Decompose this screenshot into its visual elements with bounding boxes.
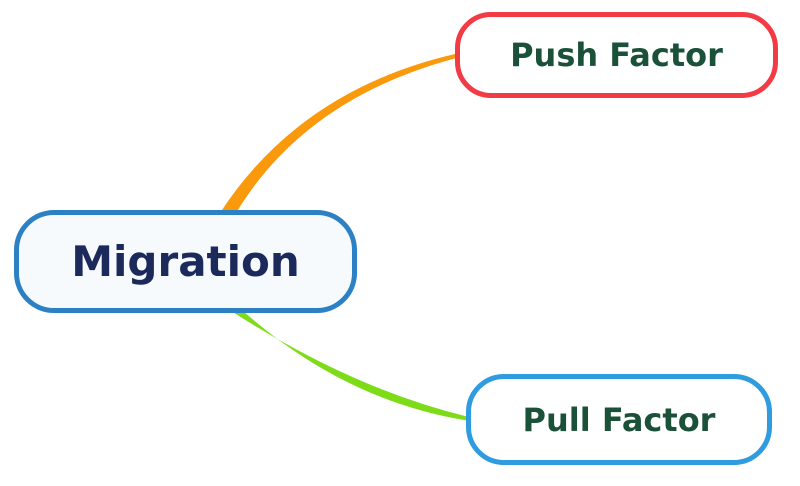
node-push-factor[interactable]: Push Factor (455, 12, 778, 98)
connector-push-curve (220, 54, 457, 213)
node-pull-factor-label: Pull Factor (522, 400, 716, 439)
node-pull-factor[interactable]: Pull Factor (466, 374, 772, 465)
node-migration[interactable]: Migration (14, 210, 357, 313)
connector-pull-curve (228, 309, 467, 421)
node-migration-label: Migration (71, 237, 300, 286)
node-push-factor-label: Push Factor (510, 36, 723, 74)
